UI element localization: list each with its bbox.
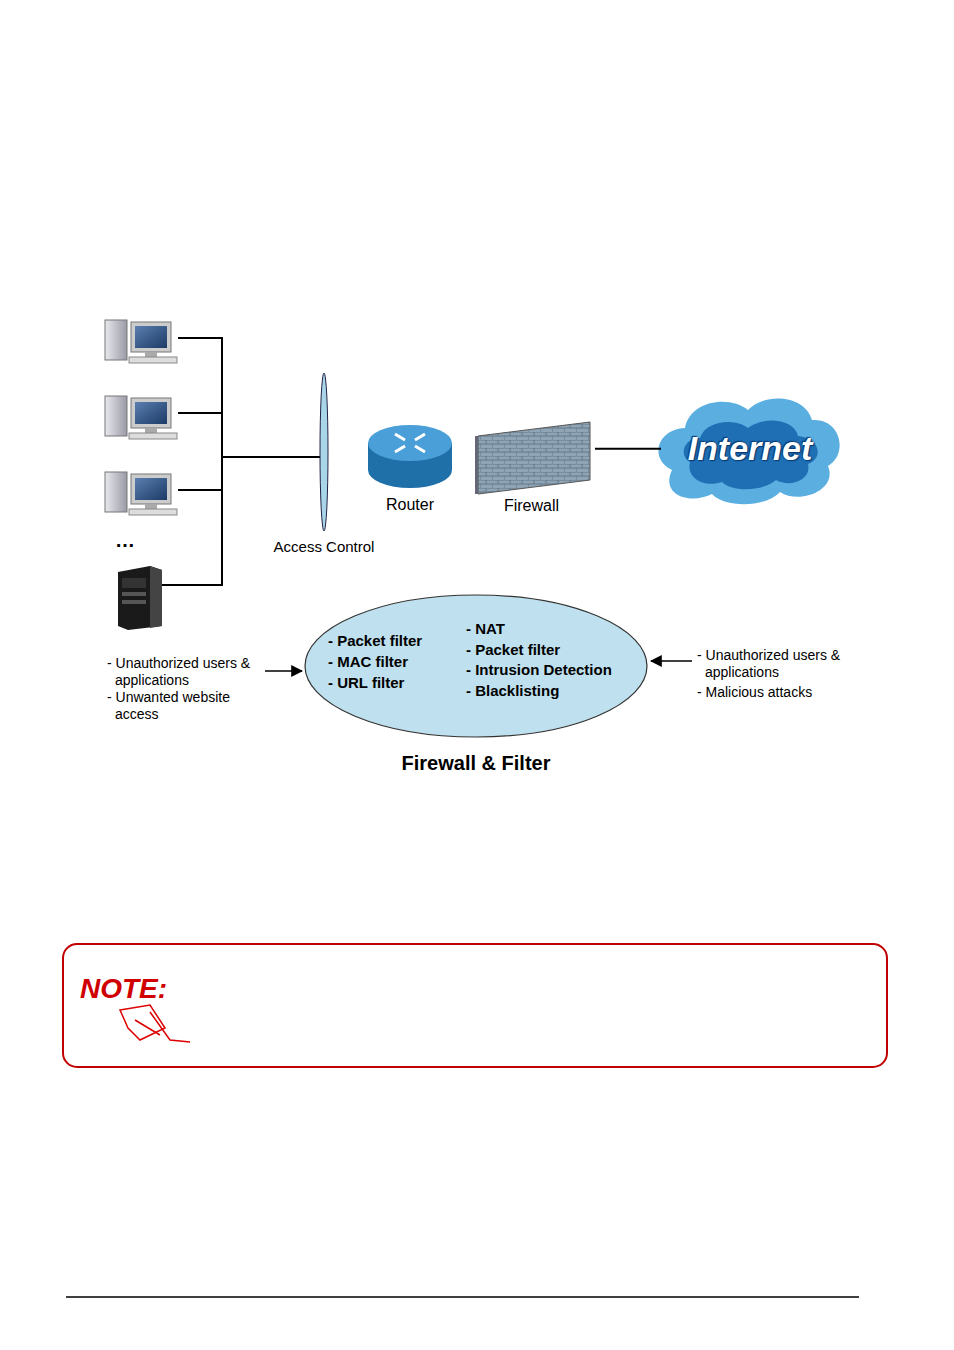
node-title: Firewall (468, 496, 595, 515)
node-text: - NAT (466, 620, 505, 638)
pc-icons (105, 320, 177, 515)
connector-line (595, 448, 661, 450)
router-icon (368, 425, 452, 488)
ellipsis: … (115, 528, 135, 552)
access-ellipse (262, 372, 386, 534)
access-control: Access Control (262, 372, 386, 562)
node-title: Router (360, 495, 460, 514)
node-text: - Packet filter (328, 632, 422, 650)
firewall-icon (475, 422, 590, 494)
node-title: Firewall & Filter (300, 751, 652, 775)
note-pencil (120, 1005, 190, 1042)
note-heading: NOTE: (80, 972, 167, 1006)
node-title: Internet (655, 428, 845, 469)
threat-label: - Unwanted website access (107, 689, 275, 723)
filter-ellipse (305, 595, 647, 737)
footer-rule (66, 1296, 859, 1298)
node-text: - Blacklisting (466, 682, 559, 700)
filter-node: Firewall & Filter - Packet filter - MAC fi… (300, 592, 652, 778)
threat-label: - Malicious attacks (697, 684, 870, 701)
firewall-node: Firewall (468, 418, 595, 518)
node-text: - URL filter (328, 674, 404, 692)
leader-arrow (651, 660, 692, 662)
router-node: Router (360, 422, 460, 517)
leader-arrow (265, 670, 302, 672)
threat-label: - Unauthorized users & applications (107, 655, 275, 689)
note-box (63, 944, 887, 1067)
node-text: - Intrusion Detection (466, 661, 612, 679)
internet-node: Internet (655, 392, 845, 507)
node-title: Access Control (262, 538, 386, 556)
node-text: - MAC filter (328, 653, 408, 671)
server-icon (118, 566, 162, 630)
node-text: - Packet filter (466, 641, 560, 659)
threat-label: - Unauthorized users & applications (697, 647, 870, 681)
